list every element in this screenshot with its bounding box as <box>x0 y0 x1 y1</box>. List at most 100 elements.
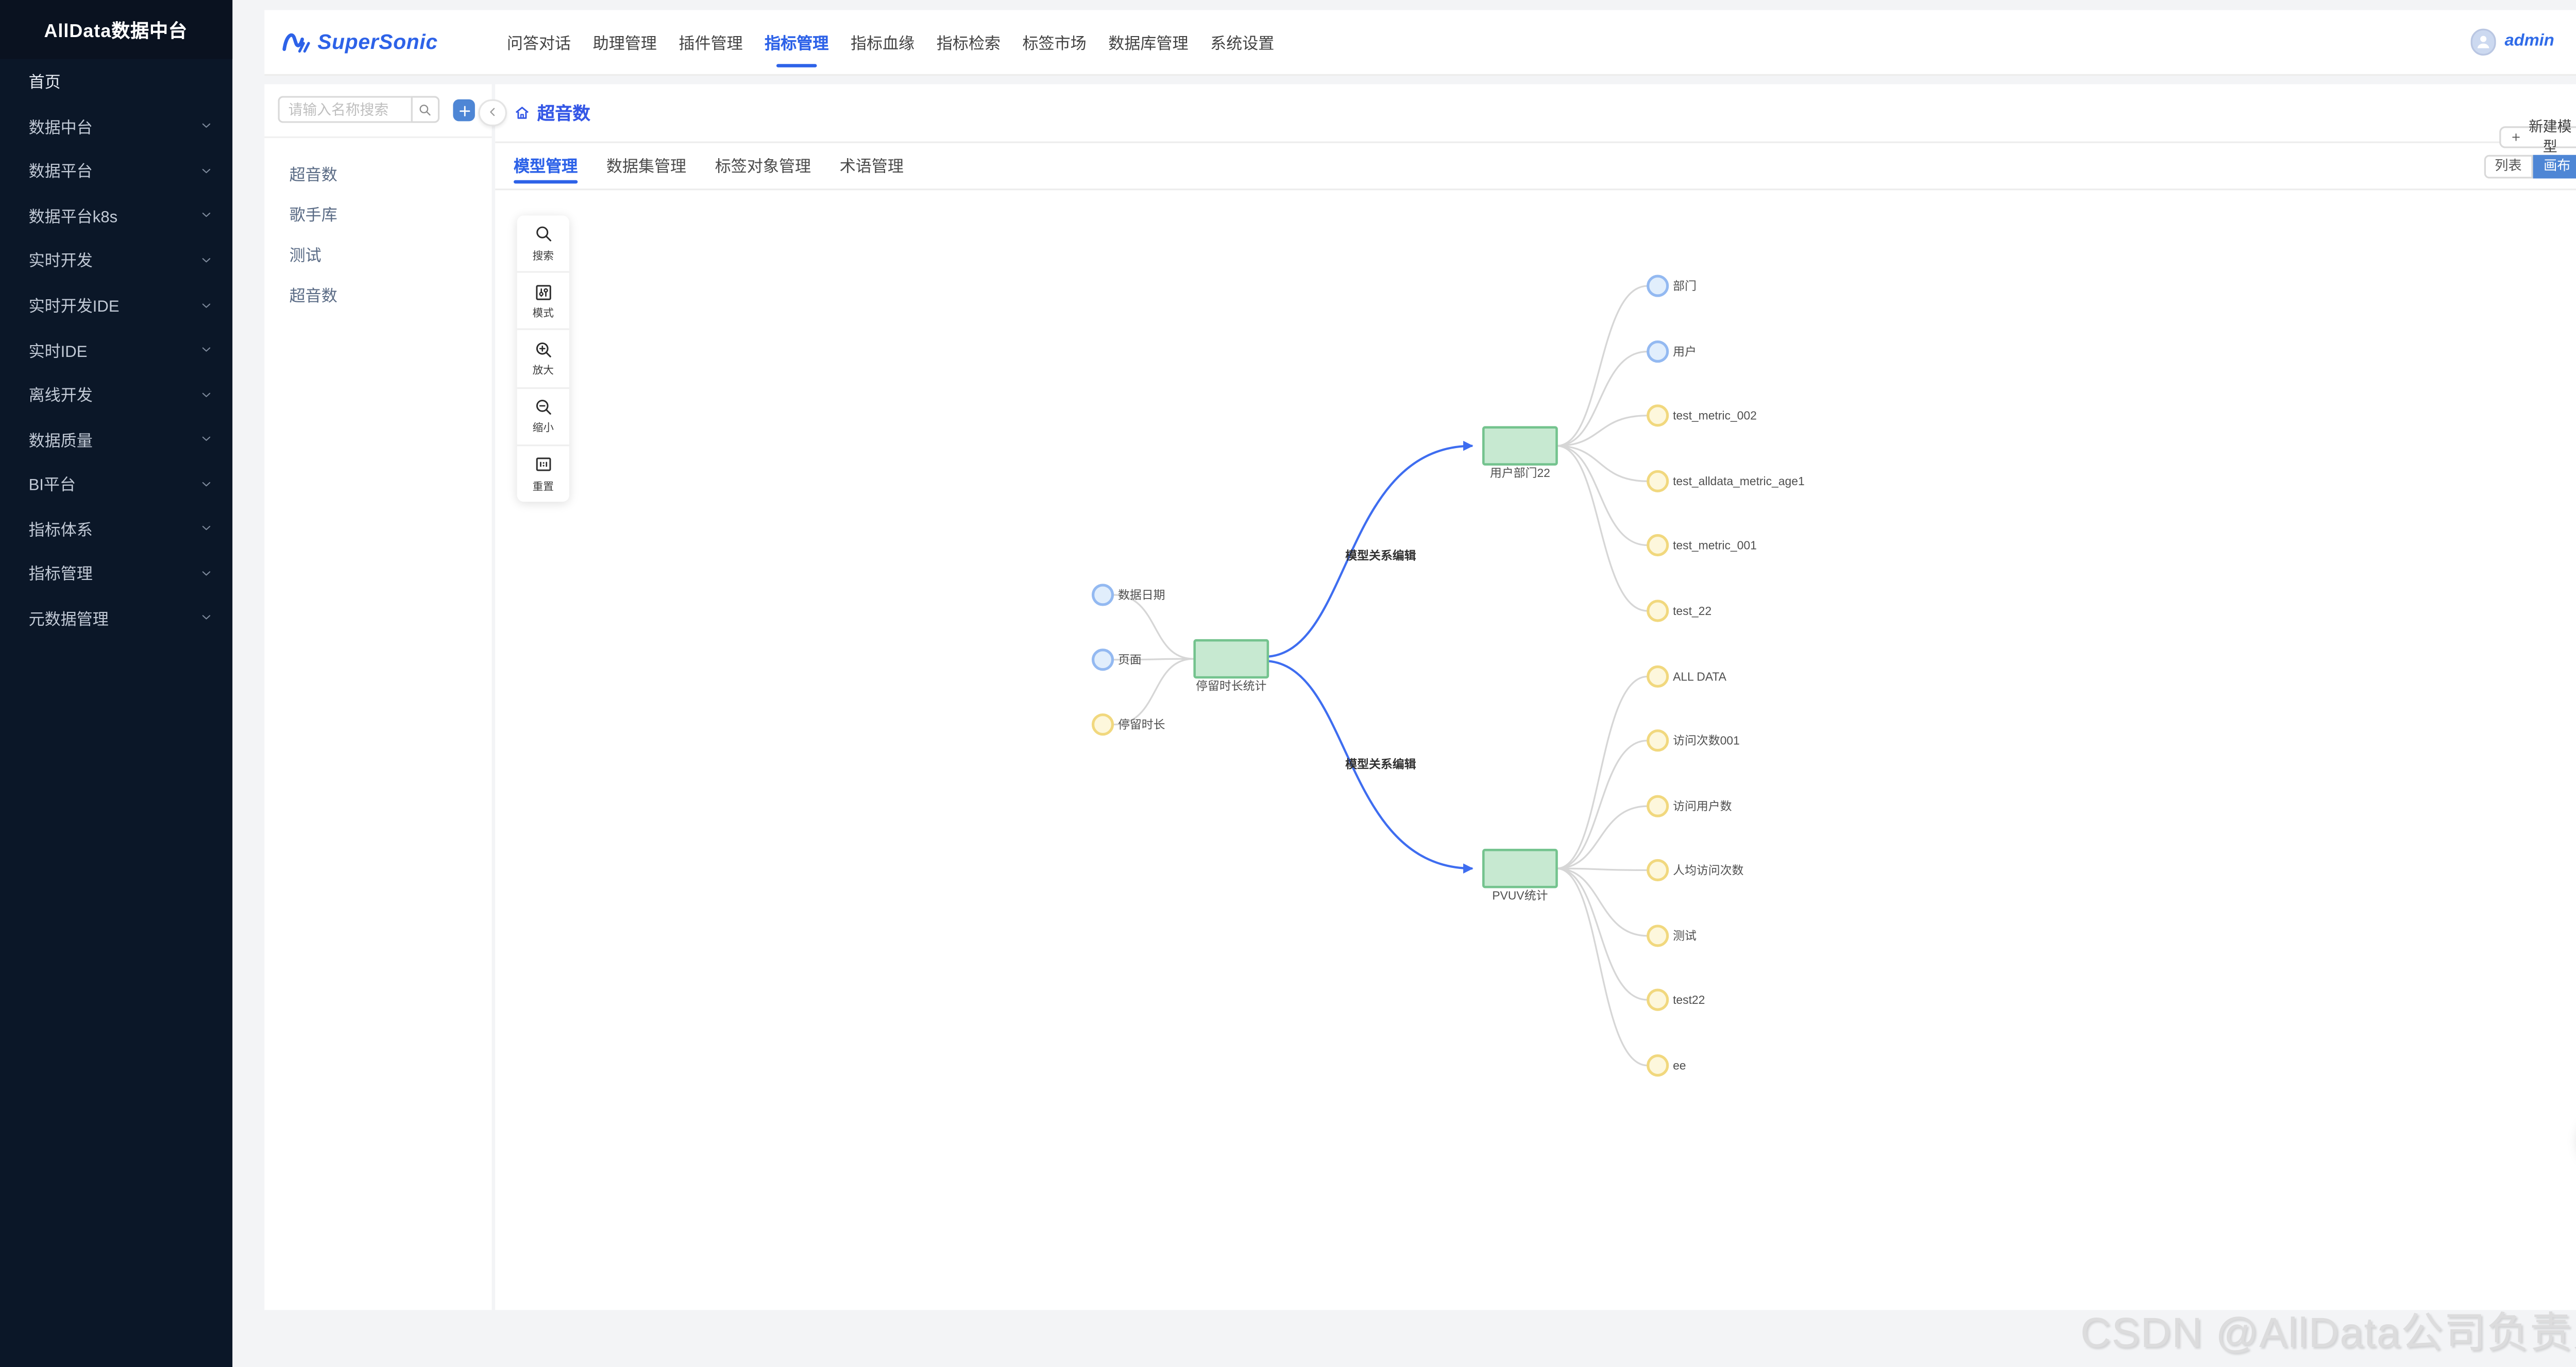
dimension-node[interactable] <box>1092 648 1114 671</box>
sidebar-item-label: 实时IDE <box>28 343 88 362</box>
model-relation-edge <box>1268 441 1474 658</box>
nav-item[interactable]: 指标管理 <box>765 9 828 75</box>
relation-edge-label[interactable]: 模型关系编辑 <box>1346 758 1416 771</box>
sidebar-item[interactable]: 指标体系 <box>0 506 231 551</box>
view-toggle-列表[interactable]: 列表 <box>2484 155 2533 178</box>
model-search-input[interactable] <box>278 96 411 124</box>
tab-模型管理[interactable]: 模型管理 <box>513 143 578 188</box>
model-graph-canvas[interactable]: 模型关系编辑模型关系编辑数据日期页面停留时长部门用户test_metric_00… <box>496 84 2576 1310</box>
field-label: test_metric_002 <box>1673 409 1757 422</box>
nav-item[interactable]: 指标检索 <box>936 35 1001 54</box>
graph-tool-label: 重置 <box>532 481 554 493</box>
metric-node[interactable] <box>1647 665 1669 688</box>
zoom-out-icon <box>533 397 553 417</box>
graph-tool-重置[interactable]: 重置 <box>517 446 569 501</box>
metric-node[interactable] <box>1647 600 1669 623</box>
chevron-down-icon <box>199 612 211 624</box>
model-list-item[interactable]: 超音数 <box>289 167 337 186</box>
field-label: 人均访问次数 <box>1673 864 1744 877</box>
user-icon <box>2477 36 2489 49</box>
chevron-down-icon <box>199 477 211 489</box>
metric-node[interactable] <box>1647 729 1669 752</box>
tab-术语管理[interactable]: 术语管理 <box>839 159 904 178</box>
metric-node[interactable] <box>1647 470 1669 493</box>
metric-node[interactable] <box>1647 1054 1669 1077</box>
nav-item[interactable]: 数据库管理 <box>1108 35 1189 54</box>
sidebar-item[interactable]: 实时开发IDE <box>0 282 231 327</box>
metric-node[interactable] <box>1647 534 1669 557</box>
model-node[interactable] <box>1194 639 1269 679</box>
sidebar-item-label: 首页 <box>28 74 61 93</box>
field-label: 用户 <box>1673 345 1697 358</box>
field-edge <box>1557 285 1648 447</box>
zoom-in-icon <box>533 339 553 359</box>
metric-node[interactable] <box>1647 925 1669 948</box>
sidebar-item[interactable]: 实时IDE <box>0 327 231 372</box>
field-edge <box>1113 658 1194 661</box>
field-edge <box>1557 445 1648 612</box>
dimension-node[interactable] <box>1647 340 1669 363</box>
model-list-item[interactable]: 超音数 <box>289 288 337 307</box>
field-label: 页面 <box>1118 653 1142 667</box>
chevron-down-icon <box>199 522 211 534</box>
sidebar-item[interactable]: 数据中台 <box>0 104 231 148</box>
field-label: test_alldata_metric_age1 <box>1673 475 1805 488</box>
model-list-item[interactable]: 测试 <box>289 248 321 267</box>
tab-数据集管理[interactable]: 数据集管理 <box>606 159 687 178</box>
tabs: 模型管理 数据集管理 标签对象管理 术语管理 <box>513 143 904 188</box>
dimension-node[interactable] <box>1647 275 1669 298</box>
relation-edge-label[interactable]: 模型关系编辑 <box>1346 549 1416 562</box>
user-menu[interactable]: admin <box>2470 29 2554 55</box>
field-edge <box>1557 351 1648 447</box>
sidebar-item[interactable]: 指标管理 <box>0 551 231 595</box>
supersonic-logo[interactable]: SuperSonic <box>279 26 438 58</box>
sidebar-item[interactable]: 元数据管理 <box>0 595 231 640</box>
metric-node[interactable] <box>1647 859 1669 882</box>
nav-item[interactable]: 问答对话 <box>506 35 571 54</box>
sidebar-item-label: 指标体系 <box>28 521 93 540</box>
sidebar-item[interactable]: 数据质量 <box>0 417 231 462</box>
search-icon <box>420 105 431 116</box>
view-toggle-画布[interactable]: 画布 <box>2532 155 2576 178</box>
graph-tool-放大[interactable]: 放大 <box>517 331 569 388</box>
sidebar-item[interactable]: BI平台 <box>0 461 231 506</box>
metric-node[interactable] <box>1647 989 1669 1012</box>
logo-text: SuperSonic <box>317 30 438 54</box>
dimension-node[interactable] <box>1092 584 1114 607</box>
chevron-down-icon <box>199 120 211 132</box>
field-label: 访问次数001 <box>1673 734 1740 747</box>
sidebar-item[interactable]: 实时开发 <box>0 238 231 283</box>
nav-item[interactable]: 标签市场 <box>1022 35 1087 54</box>
metric-node[interactable] <box>1647 795 1669 818</box>
nav-item[interactable]: 指标血缘 <box>850 35 915 54</box>
graph-tool-缩小[interactable]: 缩小 <box>517 388 569 446</box>
model-relation-edge <box>1268 660 1474 874</box>
metric-node[interactable] <box>1647 404 1669 427</box>
model-node-label: PVUV统计 <box>1493 889 1548 902</box>
new-model-button[interactable]: 新建模型 <box>2500 118 2576 156</box>
sidebar-item[interactable]: 离线开发 <box>0 372 231 417</box>
panel-collapse-button[interactable] <box>479 99 507 127</box>
search-button[interactable] <box>410 96 440 124</box>
nav-item[interactable]: 助理管理 <box>592 35 657 54</box>
field-edge <box>1557 806 1648 870</box>
model-list-item[interactable]: 歌手库 <box>289 208 337 227</box>
field-edge <box>1557 740 1648 870</box>
model-node[interactable] <box>1482 426 1558 466</box>
sidebar-item[interactable]: 数据平台 <box>0 148 231 193</box>
page-header: 超音数 <box>495 84 2576 143</box>
graph-tool-搜索[interactable]: 搜索 <box>517 215 569 274</box>
nav-item[interactable]: 插件管理 <box>679 35 743 54</box>
field-label: 测试 <box>1673 929 1697 943</box>
sidebar-item[interactable]: 数据平台k8s <box>0 193 231 238</box>
sidebar-item[interactable]: 首页 <box>0 59 231 104</box>
nav-item[interactable]: 系统设置 <box>1210 35 1275 54</box>
graph-tool-模式[interactable]: 模式 <box>517 273 569 331</box>
metric-node[interactable] <box>1092 713 1114 736</box>
add-model-button[interactable] <box>453 100 476 122</box>
sidebar-item-label: 元数据管理 <box>28 611 109 630</box>
model-node[interactable] <box>1482 849 1558 889</box>
home-icon[interactable] <box>514 105 531 122</box>
tab-标签对象管理[interactable]: 标签对象管理 <box>715 159 811 178</box>
